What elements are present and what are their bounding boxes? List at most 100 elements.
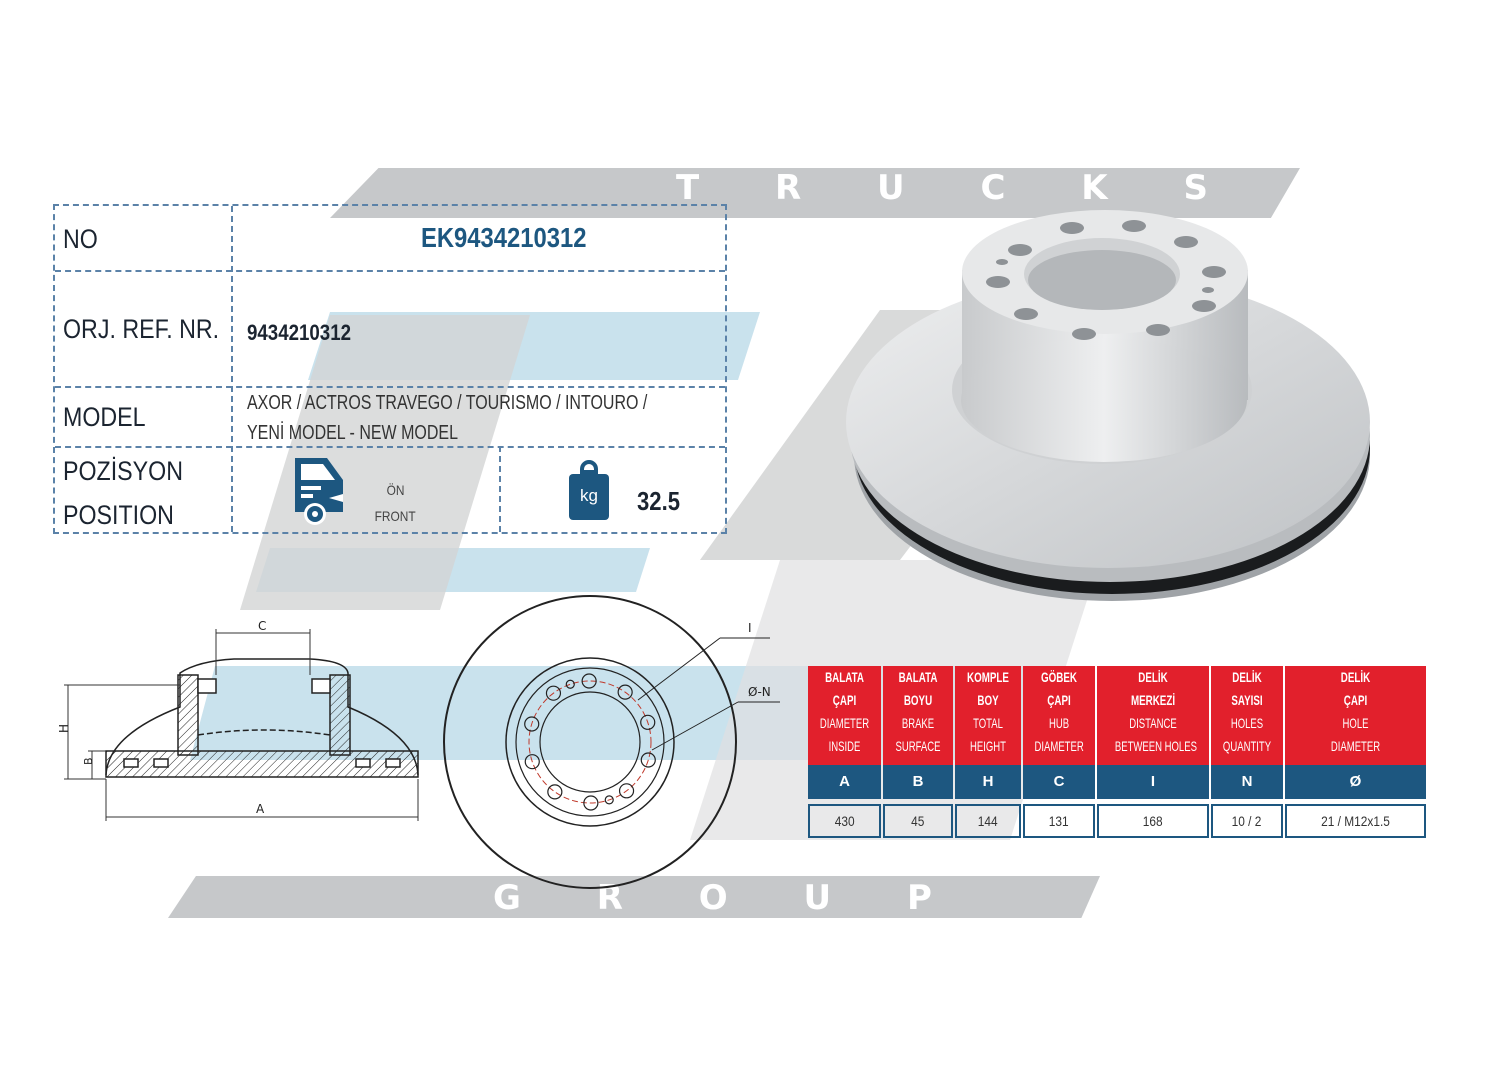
- dim-label-i: I: [748, 621, 752, 635]
- spec-header: BALATA BOYU BRAKE SURFACE: [883, 666, 953, 765]
- dim-label-h: H: [57, 724, 71, 733]
- row-divider: [55, 446, 725, 448]
- top-band-text: T R U C K S: [676, 168, 1240, 208]
- spec-symbol: N: [1211, 765, 1283, 799]
- spec-column: BALATA BOYU BRAKE SURFACE B 45: [883, 666, 955, 840]
- spec-header-en1: HOLES: [1230, 715, 1264, 731]
- spec-symbol: H: [955, 765, 1021, 799]
- spec-value: 45: [883, 804, 953, 838]
- weight-unit: kg: [580, 486, 598, 505]
- bolt-hole: [583, 795, 599, 811]
- spec-value: 144: [955, 804, 1021, 838]
- bolt-hole: [640, 752, 656, 768]
- spec-header-en1: HUB: [1048, 715, 1070, 731]
- threaded-hole: [565, 679, 575, 689]
- bolt-hole: [618, 783, 635, 799]
- spec-header-tr2: MERKEZİ: [1130, 692, 1176, 708]
- bolt-hole: [547, 784, 563, 800]
- spec-symbol: I: [1097, 765, 1209, 799]
- bolt-hole: [545, 685, 562, 701]
- spec-value: 21 / M12x1.5: [1285, 804, 1426, 838]
- spec-symbol: B: [883, 765, 953, 799]
- product-info-table: NO EK9434210312 ORJ. REF. NR. 9434210312…: [53, 204, 727, 534]
- dim-label-c: C: [258, 619, 266, 633]
- bolt-hole: [524, 754, 540, 770]
- col-divider: [231, 206, 233, 532]
- no-label: NO: [63, 224, 98, 254]
- top-band: [330, 168, 1300, 218]
- ref-label: ORJ. REF. NR.: [63, 314, 220, 344]
- spec-value-text: 131: [1049, 813, 1069, 829]
- brake-disc-photo: [846, 210, 1370, 601]
- spec-symbol: C: [1023, 765, 1095, 799]
- bolt-hole: [581, 673, 597, 689]
- weight-icon-handle: [580, 460, 598, 474]
- spec-header-tr1: GÖBEK: [1041, 669, 1077, 685]
- spec-header-tr2: BOYU: [903, 692, 933, 708]
- spec-value-text: 168: [1143, 813, 1163, 829]
- spec-value-text: 45: [911, 813, 925, 829]
- threaded-hole: [604, 795, 614, 805]
- spec-header-en2: SURFACE: [895, 738, 941, 754]
- dim-label-a: A: [256, 802, 265, 816]
- spec-header-tr1: DELİK: [1138, 669, 1168, 685]
- model-line-1: AXOR / ACTROS TRAVEGO / TOURISMO / INTOU…: [247, 392, 648, 414]
- spec-header-tr1: DELİK: [1340, 669, 1371, 685]
- position-label-en: POSITION: [63, 500, 174, 530]
- row-divider: [55, 386, 725, 388]
- spec-value: 10 / 2: [1211, 804, 1283, 838]
- spec-header-en1: HOLE: [1342, 715, 1369, 731]
- spec-value-text: 144: [978, 813, 998, 829]
- spec-value: 168: [1097, 804, 1209, 838]
- bolt-hole: [617, 684, 633, 700]
- ref-number: 9434210312: [247, 320, 352, 345]
- spec-header-tr2: ÇAPI: [832, 692, 857, 708]
- weight-icon: kg: [569, 460, 609, 522]
- spec-header-tr1: BALATA: [898, 669, 938, 685]
- bolt-hole: [640, 714, 656, 730]
- spec-header-tr2: SAYISI: [1231, 692, 1263, 708]
- position-value-tr: ÖN: [386, 482, 405, 498]
- truck-front-icon: [295, 458, 343, 525]
- disc-section-drawing: C H B A: [57, 619, 419, 821]
- spec-value-text: 430: [834, 813, 855, 829]
- spec-header-tr1: KOMPLE: [967, 669, 1009, 685]
- position-value-en: FRONT: [374, 508, 416, 524]
- spec-value-text: 10 / 2: [1232, 813, 1262, 829]
- spec-symbol: Ø: [1285, 765, 1426, 799]
- position-label-tr: POZİSYON: [63, 456, 183, 486]
- spec-header-en1: TOTAL: [973, 715, 1003, 731]
- bolt-holes: [524, 673, 656, 811]
- model-label: MODEL: [63, 402, 146, 432]
- dim-label-n: Ø-N: [748, 685, 771, 699]
- spec-header-tr1: DELİK: [1232, 669, 1262, 685]
- spec-value: 430: [808, 804, 881, 838]
- spec-header-en1: DISTANCE: [1129, 715, 1177, 731]
- spec-header-en2: HEIGHT: [970, 738, 1006, 754]
- product-number: EK9434210312: [421, 222, 587, 253]
- spec-header-tr2: ÇAPI: [1343, 692, 1368, 708]
- spec-header-tr1: BALATA: [825, 669, 864, 685]
- spec-header-en2: DIAMETER: [1034, 738, 1084, 754]
- spec-header-en1: BRAKE: [901, 715, 935, 731]
- row-divider: [55, 270, 725, 272]
- bolt-hole: [524, 716, 540, 732]
- spec-value: 131: [1023, 804, 1095, 838]
- spec-column: GÖBEK ÇAPI HUB DIAMETER C 131: [1023, 666, 1097, 840]
- weight-value: 32.5: [637, 486, 681, 516]
- bottom-band: [168, 876, 1100, 918]
- bottom-band-text: G R O U P: [493, 878, 964, 918]
- spec-header-en2: INSIDE: [828, 738, 861, 754]
- spec-header-tr2: ÇAPI: [1047, 692, 1071, 708]
- spec-symbol: A: [808, 765, 881, 799]
- model-line-2: YENİ MODEL - NEW MODEL: [247, 422, 458, 444]
